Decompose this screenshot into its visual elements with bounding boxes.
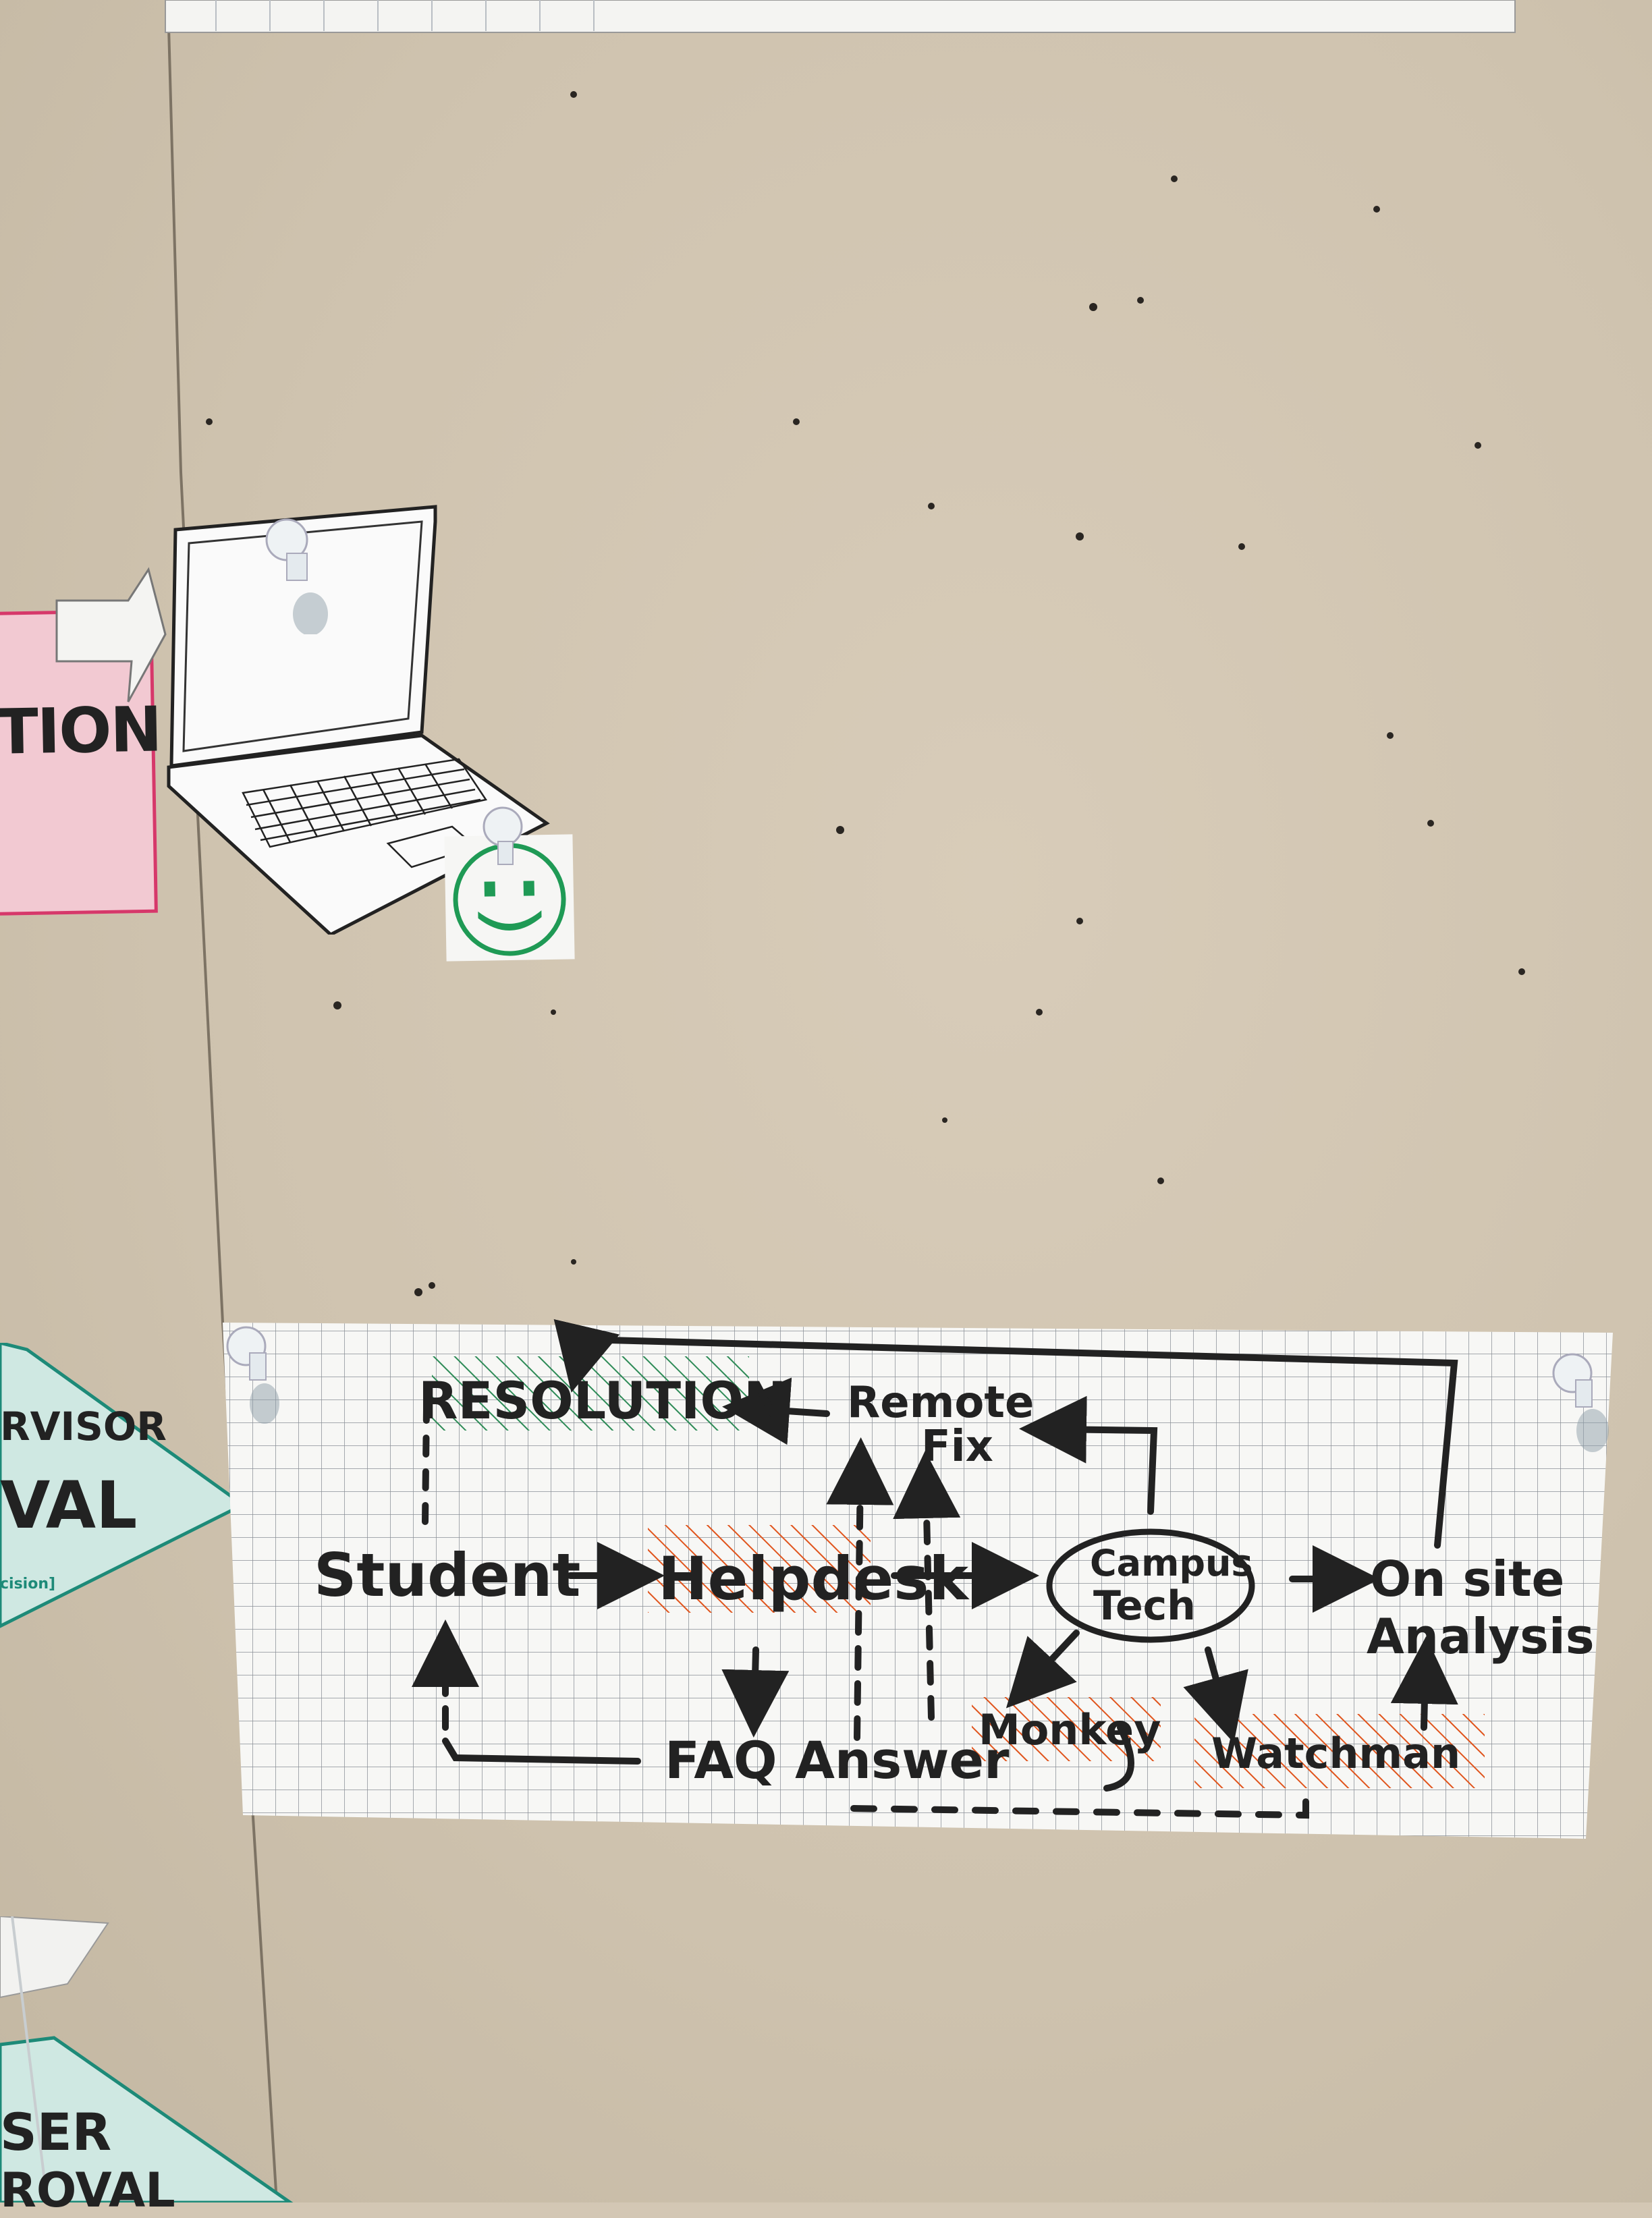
student-label: Student	[314, 1541, 580, 1610]
faq-answer-label: FAQ Answer	[665, 1730, 1010, 1790]
push-pin	[265, 518, 328, 634]
teal-card-1-line1: RVISOR	[0, 1404, 167, 1449]
campus-tech-label-line1: Campus	[1090, 1542, 1253, 1584]
resolution-label: RESOLUTION	[418, 1370, 787, 1431]
watchman-label: Watchman	[1211, 1729, 1460, 1778]
campus-tech-label-line2: Tech	[1093, 1582, 1196, 1630]
arrow-icon	[55, 567, 167, 702]
flow-connectors	[412, 1319, 1458, 1819]
campus-tech-ellipse	[1046, 1528, 1255, 1643]
helpdesk-label: Helpdesk	[658, 1544, 970, 1613]
remote-fix-label-line1: Remote	[847, 1378, 1034, 1428]
push-pin	[483, 806, 523, 865]
on-site-label-line1: On site	[1370, 1551, 1564, 1607]
helpdesk-highlight	[648, 1525, 871, 1613]
monkey-label: Monkey	[979, 1705, 1161, 1754]
grid-paper	[223, 1323, 1613, 1839]
laptop-icon	[167, 505, 550, 935]
remote-fix-label-line2: Fix	[921, 1422, 993, 1472]
paper-push-pins	[226, 1326, 1609, 1452]
teal-card-approval-2	[0, 1916, 294, 2202]
on-site-label-line2: Analysis	[1367, 1608, 1595, 1665]
teal-card-1-line3: cision]	[0, 1576, 56, 1592]
teal-card-1-line2: VAL	[0, 1468, 138, 1543]
teal-card-2-line1: SER	[0, 2102, 112, 2162]
